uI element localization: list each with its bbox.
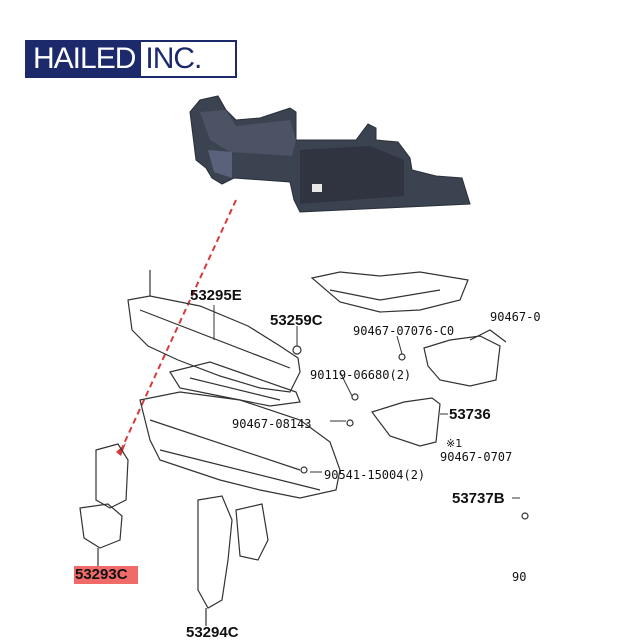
label-90541-15004: 90541-15004(2): [324, 468, 426, 482]
label-53293C: 53293C: [75, 566, 128, 583]
leader-lines: [213, 305, 520, 499]
logo-right-text: INC.: [141, 42, 206, 76]
label-53736: 53736: [449, 406, 491, 423]
brand-logo: HAILED INC.: [25, 40, 237, 78]
label-90119-06680: 90119-06680(2): [310, 368, 412, 382]
label-90467-0707: 90467-0707: [440, 450, 513, 464]
label-53737B: 53737B: [452, 490, 505, 507]
pointer-line: [121, 199, 237, 449]
part-photo: [189, 95, 471, 213]
label-90467-07076-C0: 90467-07076-C0: [353, 324, 455, 338]
highlight-53293C: [74, 566, 138, 584]
logo-left-text: HAILED: [27, 42, 142, 76]
label-90-edge: 90: [512, 570, 527, 584]
label-53294C: 53294C: [186, 624, 239, 641]
label-90467-0-right: 90467-0: [490, 310, 541, 324]
label-53259C: 53259C: [270, 312, 323, 329]
label-star-1: ※1: [446, 437, 463, 450]
label-90467-08143: 90467-08143: [232, 417, 312, 431]
label-53295E: 53295E: [190, 287, 242, 304]
structure-drawing: [79, 270, 529, 626]
